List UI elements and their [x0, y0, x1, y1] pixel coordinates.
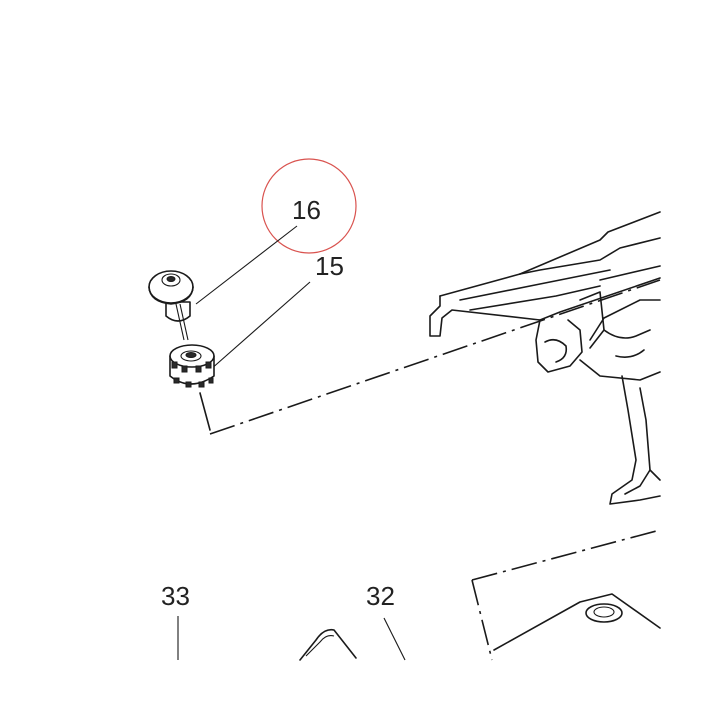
leader-line-16 — [195, 225, 298, 305]
assembly-line-upper — [209, 279, 661, 435]
panel-32-region[interactable] — [493, 593, 661, 651]
part-15-grommet[interactable] — [169, 344, 215, 431]
part-33-fragment[interactable] — [299, 628, 357, 661]
assembly-line-lower-vertical — [471, 579, 493, 661]
leader-line-32 — [383, 617, 406, 661]
bracket-assembly[interactable] — [429, 211, 661, 505]
callout-15[interactable]: 15 — [315, 251, 344, 281]
callout-32[interactable]: 32 — [366, 581, 395, 611]
callout-16[interactable]: 16 — [292, 195, 321, 225]
assembly-line-lower — [471, 529, 661, 581]
callout-33[interactable]: 33 — [161, 581, 190, 611]
part-16-bolt[interactable] — [148, 270, 194, 341]
highlight-circle-16[interactable] — [261, 158, 357, 254]
leader-line-15 — [209, 281, 311, 371]
